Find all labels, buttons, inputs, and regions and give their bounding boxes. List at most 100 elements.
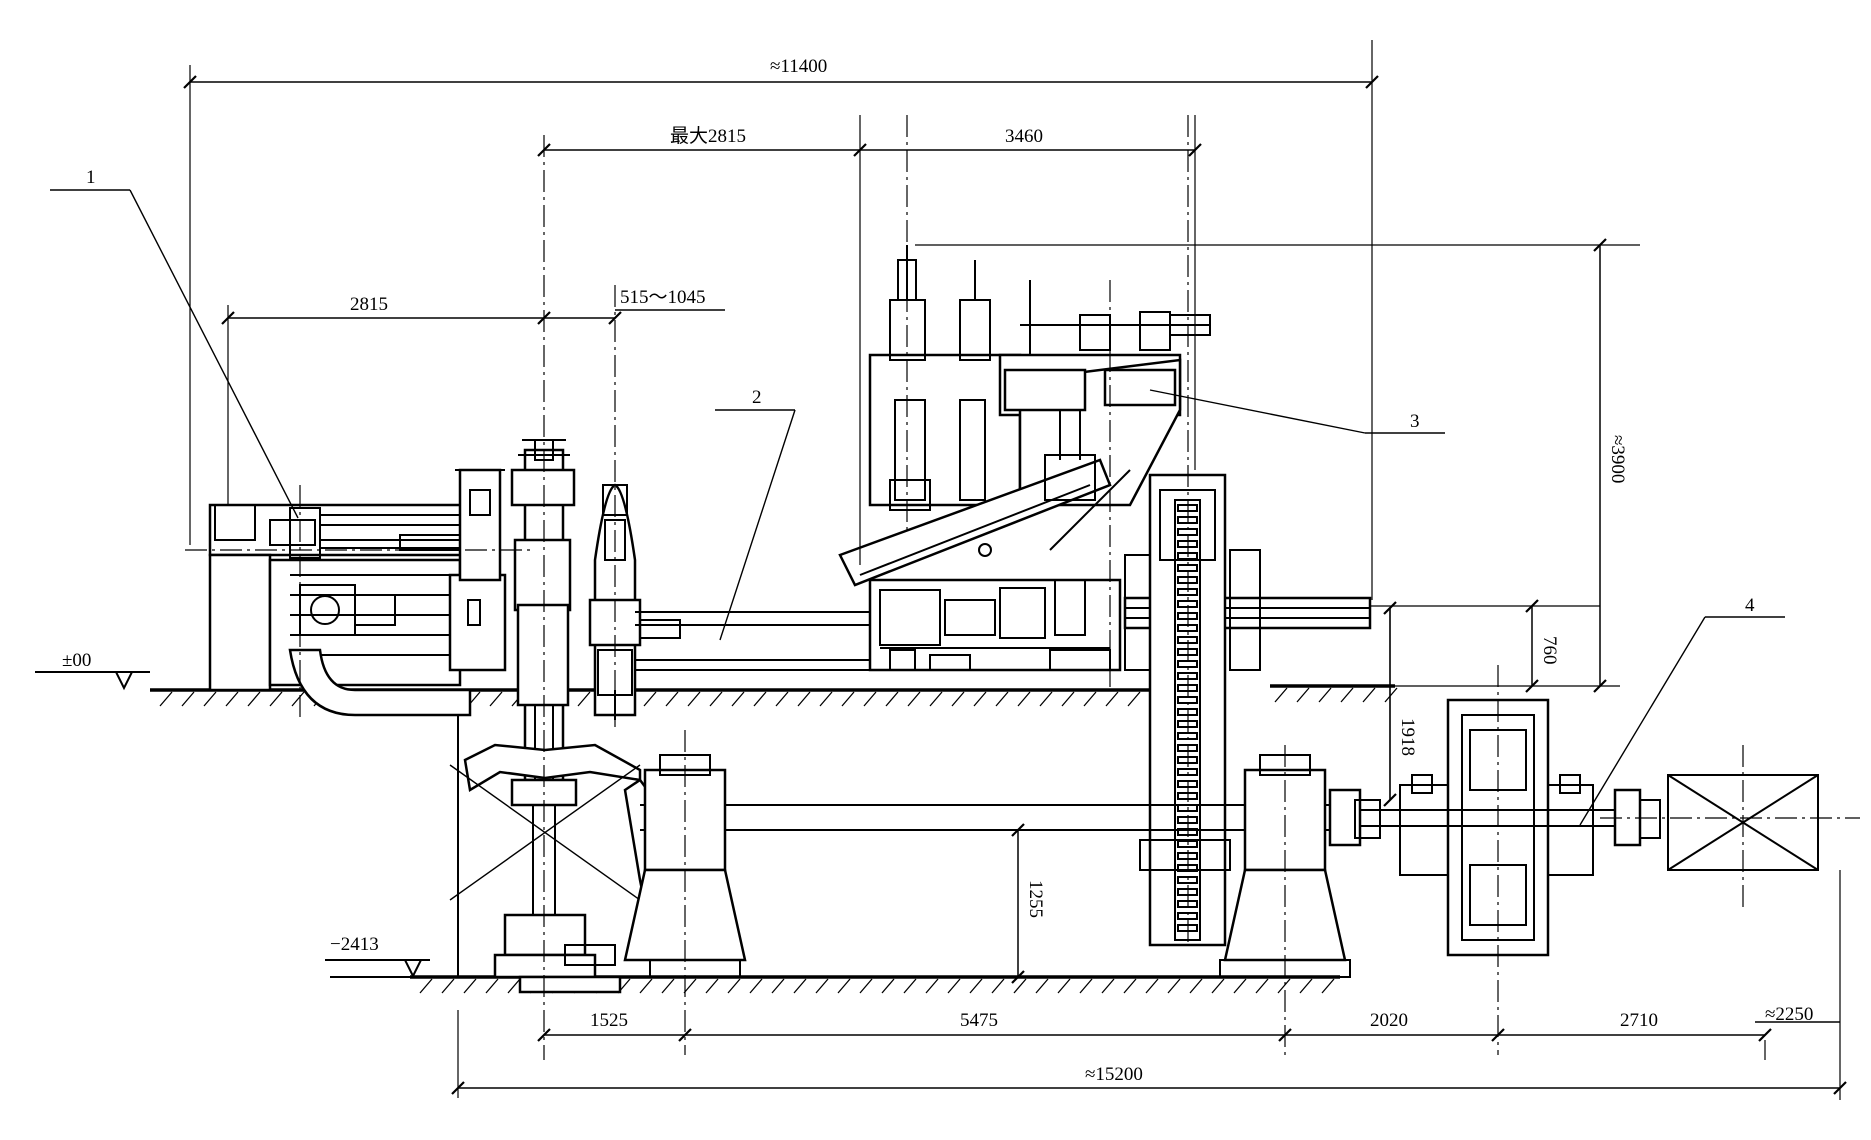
lower-floor-hatch [1277,978,1291,994]
level-marker-lower: −2413 [325,934,430,979]
upper-floor-hatch [1362,687,1376,703]
lower-floor-hatch [1189,978,1203,994]
lower-floor-hatch [507,978,521,994]
upper-floor-hatch [1083,691,1097,707]
upper-tilting-unit [838,245,1211,587]
upper-floor-hatch [907,691,921,707]
lower-floor-hatch [1057,978,1071,994]
callout-3-label: 3 [1410,411,1420,432]
callout-3: 3 [1149,389,1445,434]
lower-floor-hatch [815,978,829,994]
upper-floor-hatch [885,691,899,707]
upper-floor-hatch [1039,691,1053,707]
dim-5475-label: 5475 [960,1010,998,1031]
upper-floor-hatch [291,691,305,707]
lower-floor-hatch [705,978,719,994]
lower-floor-hatch [1233,978,1247,994]
level-marker-zero: ±00 [35,650,150,691]
upper-floor-hatch [797,691,811,707]
callout-2-label: 2 [752,387,762,408]
lower-floor-hatch [1211,978,1225,994]
upper-floor-hatch [1274,687,1288,703]
lower-floor-hatch [1255,978,1269,994]
upper-floor-hatch [225,691,239,707]
upper-floor-hatch [929,691,943,707]
dim-1918-label: 1918 [1397,718,1418,756]
callout-2: 2 [715,387,796,641]
lower-floor-hatch [683,978,697,994]
dim-height-total-label: ≈3900 [1607,435,1628,483]
lower-floor-hatch [1013,978,1027,994]
upper-floor-hatch [247,691,261,707]
level-lower-label: −2413 [330,934,379,955]
dim-1525-label: 1525 [590,1010,628,1031]
upper-floor-hatch [181,691,195,707]
dim-3460-label: 3460 [1005,126,1043,147]
lower-floor-hatch [1079,978,1093,994]
lower-floor-hatch [1321,978,1335,994]
callout-4: 4 [1579,595,1785,826]
dim-2250-label: ≈2250 [1765,1004,1813,1025]
dim-bottom-chain: 1525 5475 2020 2710 [537,1010,1772,1042]
upper-floor-hatch [775,691,789,707]
callout-1-label: 1 [86,167,96,188]
upper-floor-hatch [1127,691,1141,707]
lower-floor-hatch [463,978,477,994]
lower-floor-hatch [749,978,763,994]
upper-floor-hatch [577,691,591,707]
upper-floor-hatch [863,691,877,707]
upper-floor-hatch [1296,687,1310,703]
lower-floor-hatch [837,978,851,994]
lower-floor-hatch [1299,978,1313,994]
dim-overall-bottom: ≈15200 [451,1064,1847,1095]
dim-stroke-range: 515～1045 [615,287,725,311]
lower-floor-hatch [441,978,455,994]
dim-max-stroke-label: 最大2815 [670,125,746,147]
coupling-left [1328,788,1381,847]
lower-floor-hatch [925,978,939,994]
callout-1: 1 [50,167,299,519]
upper-floor-hatch [951,691,965,707]
upper-floor-hatch [819,691,833,707]
lower-floor-hatch [903,978,917,994]
lower-floor-hatch [947,978,961,994]
lower-floor-hatch [859,978,873,994]
vertical-gear-train [1139,473,1231,947]
dim-2020-label: 2020 [1370,1010,1408,1031]
dim-760: 760 [1525,599,1560,693]
lower-floor-hatch [1145,978,1159,994]
upper-floor-hatch [1105,691,1119,707]
dim-2815-label: 2815 [350,294,388,315]
dim-max-stroke: 最大2815 [537,125,867,157]
upper-floor-hatch [709,691,723,707]
left-drive-unit [208,468,507,717]
upper-floor-hatch [731,691,745,707]
upper-floor-hatch [753,691,767,707]
lower-floor-hatch [793,978,807,994]
horizontal-beam [635,578,1122,691]
dim-3460: 3460 [860,126,1202,157]
lower-floor-hatch [1035,978,1049,994]
upper-floor-hatch [973,691,987,707]
dim-overall-top-label: ≈11400 [770,56,827,77]
upper-floor-hatch [489,691,503,707]
upper-floor-hatch [687,691,701,707]
callout-4-label: 4 [1745,595,1755,616]
upper-floor-hatch [665,691,679,707]
dim-2710-label: 2710 [1620,1010,1658,1031]
lower-floor-line [330,975,1340,994]
dim-stroke-range-label: 515～1045 [620,287,706,308]
upper-floor-hatch [203,691,217,707]
dim-2250: ≈2250 [1755,1004,1840,1025]
level-zero-label: ±00 [62,650,91,671]
lower-floor-hatch [991,978,1005,994]
dim-1918: 1918 [1383,601,1418,807]
upper-floor-hatch [1340,687,1354,703]
upper-floor-hatch [1318,687,1332,703]
lower-floor-hatch [1123,978,1137,994]
upper-floor-hatch [159,691,173,707]
dim-overall-bottom-label: ≈15200 [1085,1064,1143,1085]
upper-floor-hatch [995,691,1009,707]
lower-floor-hatch [881,978,895,994]
dim-2815: 2815 [221,294,622,325]
